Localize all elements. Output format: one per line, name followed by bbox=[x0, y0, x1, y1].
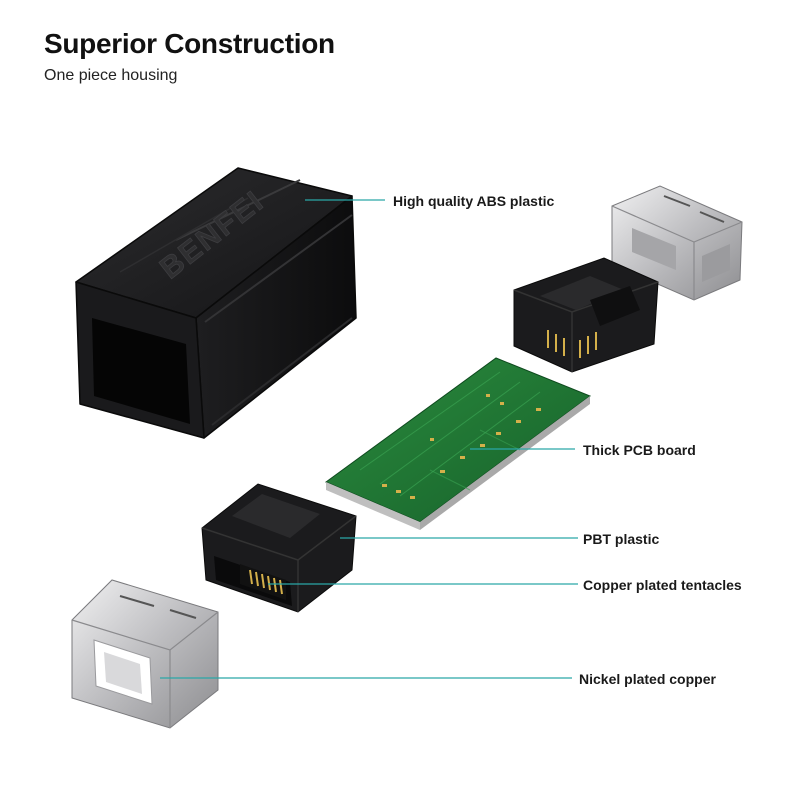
pcb-board bbox=[324, 357, 592, 530]
gold-pins-top bbox=[547, 330, 597, 358]
callout-copper-tentacles: Copper plated tentacles bbox=[583, 577, 742, 593]
callout-pbt-plastic: PBT plastic bbox=[583, 531, 660, 547]
metal-shield-top bbox=[611, 185, 743, 301]
page-subtitle: One piece housing bbox=[44, 67, 178, 84]
gold-pins-bottom bbox=[249, 569, 283, 595]
callout-pcb-board: Thick PCB board bbox=[583, 442, 696, 458]
page-title: Superior Construction bbox=[44, 28, 335, 59]
abs-housing: BENFEI bbox=[75, 167, 357, 439]
rj45-jack-top bbox=[513, 257, 659, 373]
rj45-jack-bottom bbox=[201, 483, 357, 613]
pcb-gold-pads bbox=[382, 394, 541, 499]
callout-nickel-copper: Nickel plated copper bbox=[579, 671, 716, 687]
leader-lines bbox=[160, 199, 578, 679]
callout-abs-plastic: High quality ABS plastic bbox=[393, 193, 555, 209]
metal-shield-bottom bbox=[71, 579, 219, 729]
